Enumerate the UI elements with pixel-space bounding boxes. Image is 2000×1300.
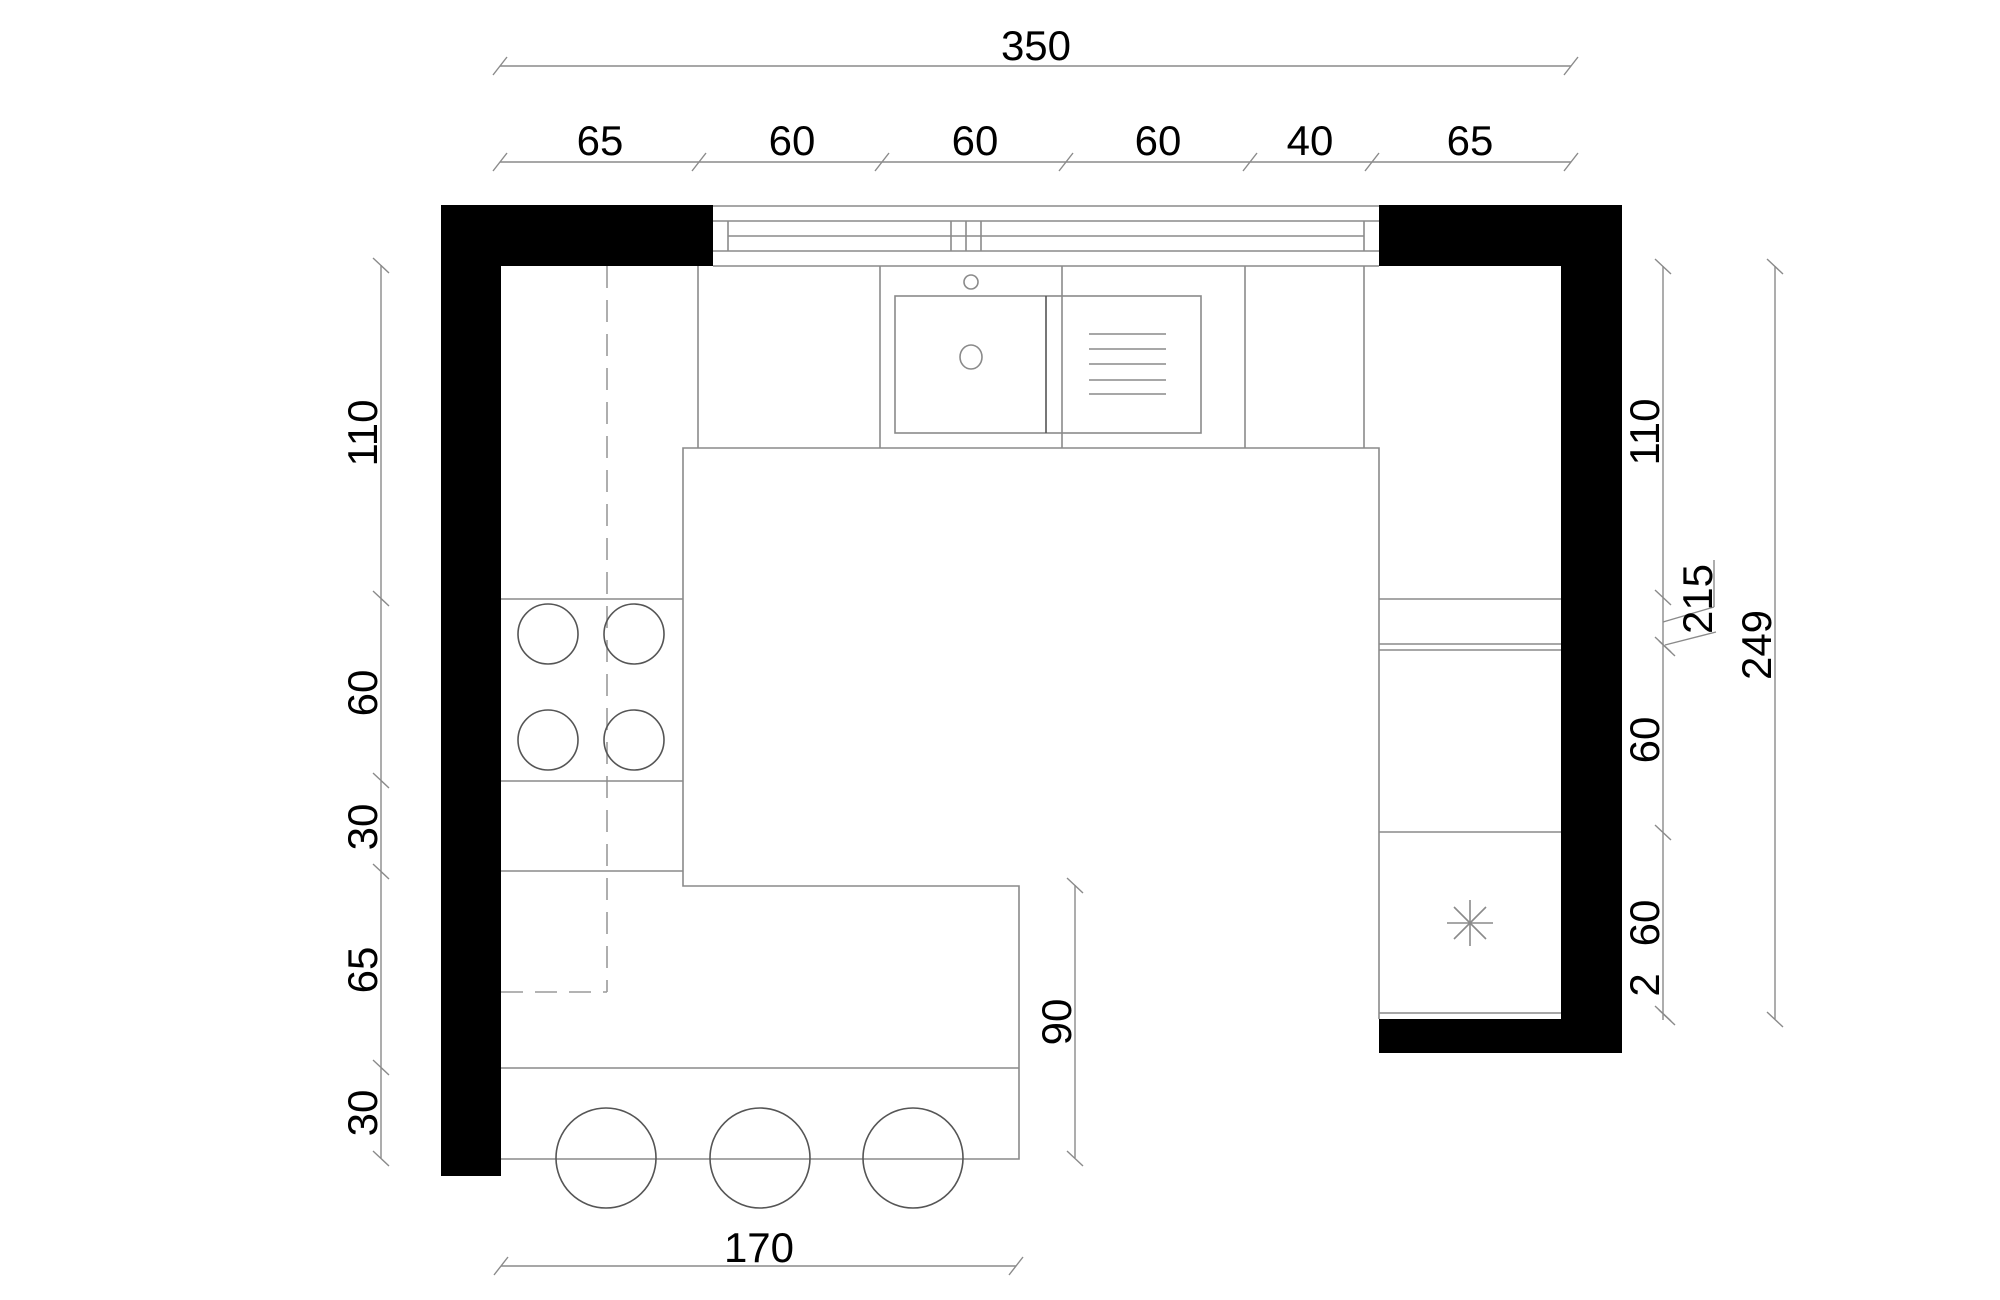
dim-top-seg-1: 65: [577, 117, 624, 164]
burner-icon: [517, 603, 579, 665]
light-star-icon: [1447, 900, 1493, 946]
wall-bottom-right: [1379, 1019, 1622, 1053]
stool-icon: [555, 1107, 657, 1209]
dim-right-1: 110: [1621, 399, 1668, 466]
burner-icon: [603, 603, 665, 665]
dim-left-3: 30: [339, 804, 386, 851]
island: [501, 447, 1380, 1160]
back-counter: [879, 266, 1365, 448]
faucet-icon: [963, 274, 979, 290]
dim-left-4: 65: [339, 947, 386, 994]
burner-icon: [517, 709, 579, 771]
dim-left-5: 30: [339, 1090, 386, 1137]
wall-left: [441, 205, 501, 1176]
dim-right-3: 60: [1621, 900, 1668, 947]
cooktop-icon: [517, 603, 665, 771]
right-counter: [1378, 598, 1561, 1019]
drainboard-icon: [1089, 333, 1166, 395]
window-icon: [713, 205, 1379, 267]
walls: [441, 205, 1622, 1176]
dim-top-seg-2: 60: [769, 117, 816, 164]
dim-top-seg-3: 60: [952, 117, 999, 164]
stools: [555, 1107, 964, 1209]
wall-right: [1561, 205, 1622, 1053]
dim-right-sub: 215: [1674, 564, 1721, 634]
dim-left-2: 60: [339, 670, 386, 717]
dim-right-total: 249: [1733, 610, 1780, 680]
dim-left-1: 110: [339, 400, 386, 467]
sink-icon: [894, 274, 1202, 434]
stool-icon: [709, 1107, 811, 1209]
dim-right-4: 2: [1621, 973, 1668, 996]
dimension-lines: [372, 56, 1784, 1276]
dimension-labels: 350 65 60 60 60 40 65 110 60 30 65 30 11…: [339, 22, 1780, 1271]
drain-icon: [959, 344, 983, 370]
dim-top-seg-4: 60: [1135, 117, 1182, 164]
left-counter: [501, 266, 699, 993]
dim-bottom-bar-width: 170: [724, 1224, 794, 1271]
stool-icon: [862, 1107, 964, 1209]
dim-bar-depth: 90: [1033, 999, 1080, 1046]
burner-icon: [603, 709, 665, 771]
dim-top-total: 350: [1001, 22, 1071, 69]
dim-top-seg-6: 65: [1447, 117, 1494, 164]
dim-top-seg-5: 40: [1287, 117, 1334, 164]
dim-right-2: 60: [1621, 717, 1668, 764]
